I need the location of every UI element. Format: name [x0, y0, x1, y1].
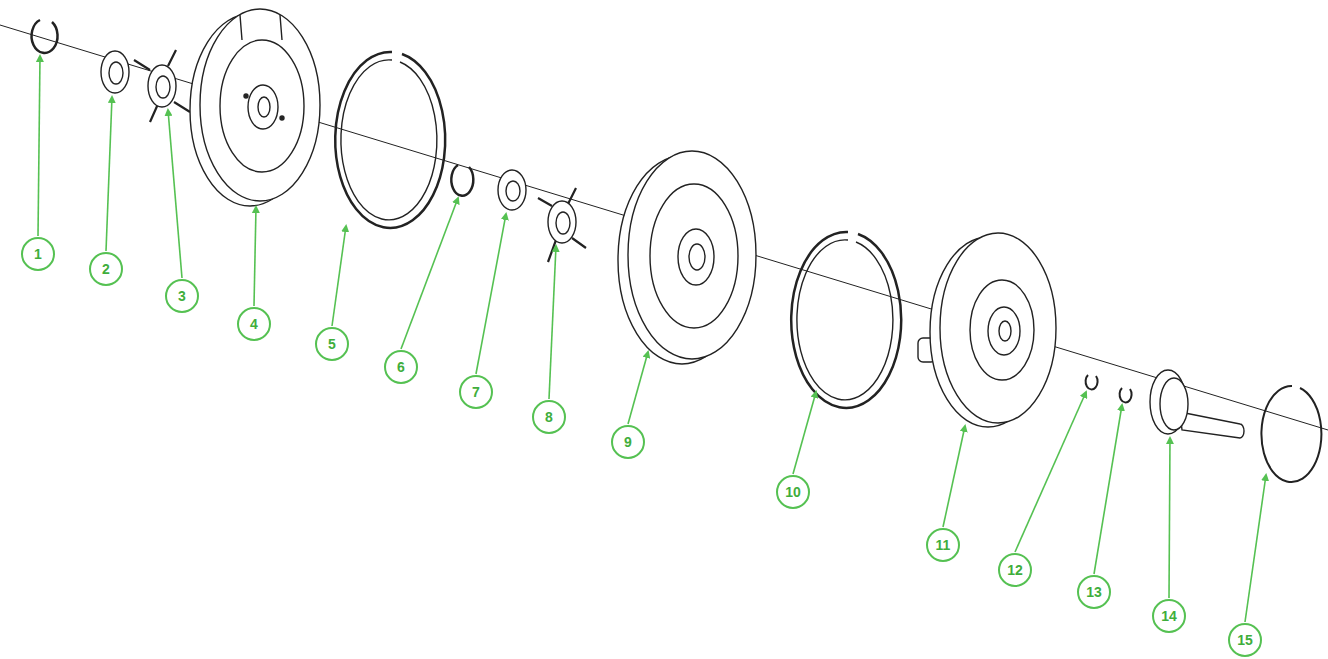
callout-number: 7 — [472, 385, 480, 399]
callout-circle: 2 — [89, 252, 123, 286]
callout-number: 3 — [178, 289, 186, 303]
callout-circle: 5 — [315, 327, 349, 361]
callout-circle: 14 — [1152, 599, 1186, 633]
callout-number: 13 — [1086, 585, 1102, 599]
callout-number: 12 — [1007, 563, 1023, 577]
callout-number: 4 — [250, 317, 258, 331]
callout-number: 11 — [936, 538, 951, 552]
leader-lines — [38, 56, 1266, 622]
callout-number: 15 — [1237, 633, 1253, 647]
callout-number: 1 — [34, 247, 42, 261]
callout-circle: 11 — [926, 528, 960, 562]
callout-number: 8 — [545, 410, 553, 424]
callout-circle: 12 — [998, 553, 1032, 587]
callout-circle: 10 — [776, 475, 810, 509]
callout-number: 14 — [1161, 609, 1177, 623]
callout-number: 5 — [328, 337, 336, 351]
callout-circle: 7 — [459, 375, 493, 409]
callout-number: 6 — [397, 360, 405, 374]
callout-circle: 1 — [21, 237, 55, 271]
callout-circle: 6 — [384, 350, 418, 384]
callout-circle: 13 — [1077, 575, 1111, 609]
callout-circle: 9 — [611, 425, 645, 459]
callout-number: 2 — [102, 262, 110, 276]
callout-circle: 3 — [165, 279, 199, 313]
callout-number: 10 — [785, 485, 801, 499]
callout-number: 9 — [624, 435, 632, 449]
callout-circle: 4 — [237, 307, 271, 341]
callout-circle: 15 — [1228, 623, 1262, 657]
callout-circle: 8 — [532, 400, 566, 434]
